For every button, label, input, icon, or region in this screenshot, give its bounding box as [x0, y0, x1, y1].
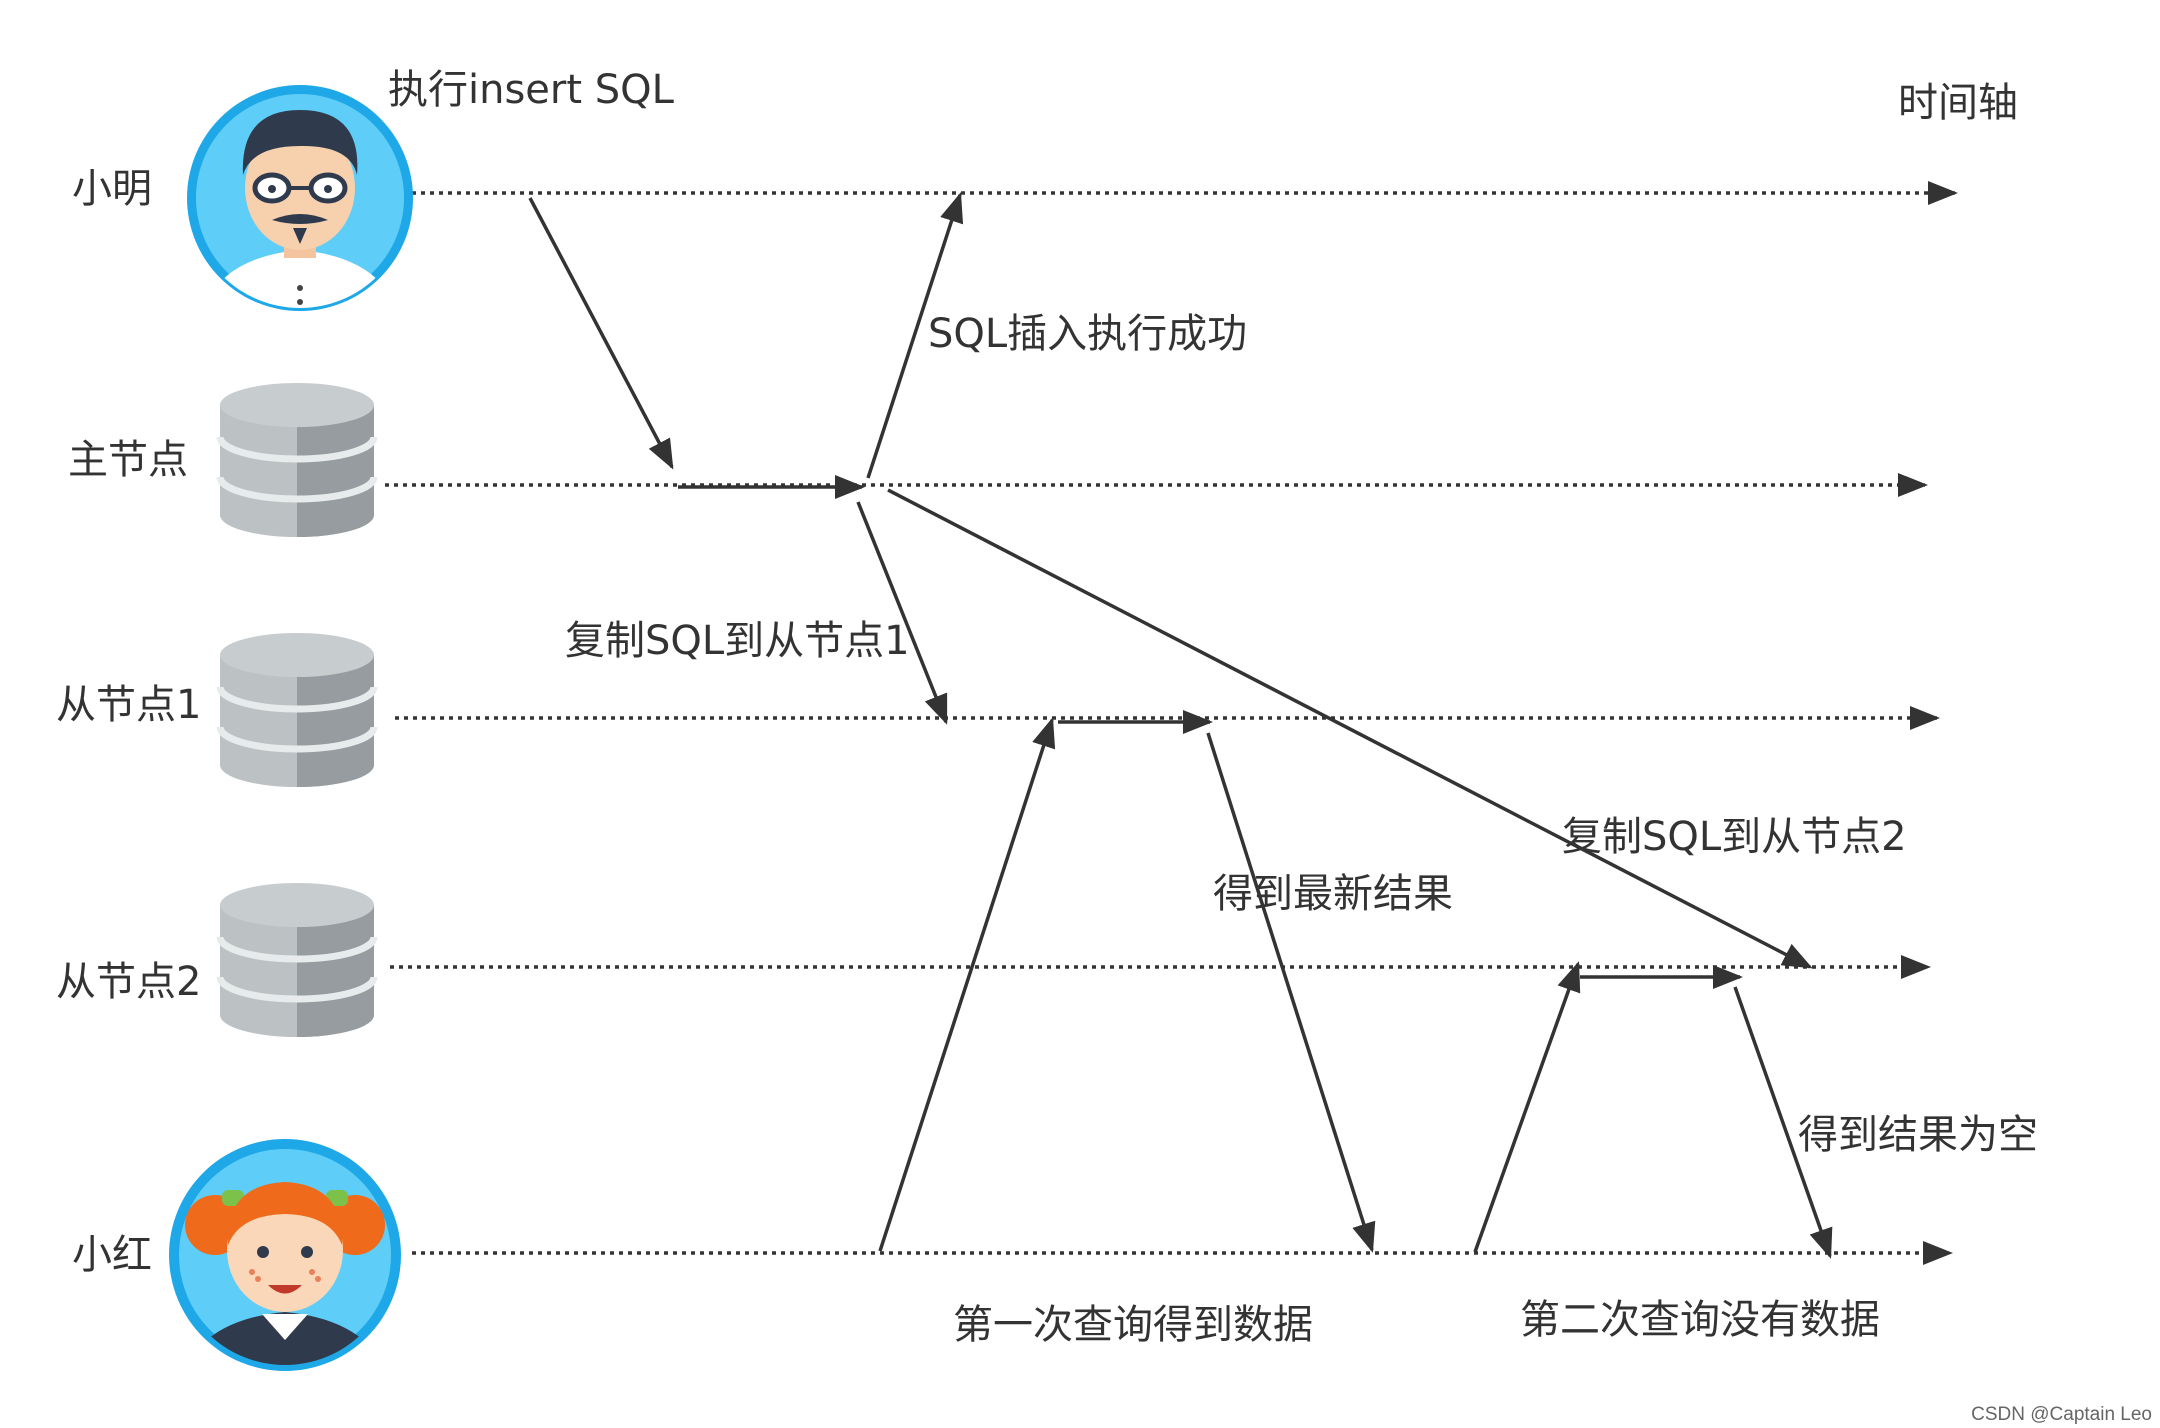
slave2-db-icon: [216, 883, 378, 1037]
arrow-replicate-slave2: [887, 488, 1813, 969]
arrow-first-query: [878, 717, 1056, 1252]
label-second-query: 第二次查询没有数据: [1520, 1297, 1880, 1343]
xiaoming-avatar: [187, 85, 413, 311]
label-xiaohong: 小红: [72, 1232, 152, 1278]
label-timeline: 时间轴: [1898, 80, 2018, 126]
master-db-icon: [216, 383, 378, 537]
label-got-latest: 得到最新结果: [1213, 871, 1453, 917]
watermark: CSDN @Captain Leo: [1971, 1404, 2152, 1425]
label-slave1: 从节点1: [56, 682, 201, 728]
arrow-second-query: [1473, 961, 1581, 1253]
label-replicate-2: 复制SQL到从节点2: [1562, 814, 1907, 860]
label-master: 主节点: [68, 437, 188, 483]
arrow-insert-to-master: [528, 197, 674, 470]
messages: [528, 192, 1833, 1259]
label-got-empty: 得到结果为空: [1798, 1112, 2038, 1158]
timelines: [385, 181, 1958, 1265]
label-first-query: 第一次查询得到数据: [953, 1302, 1313, 1348]
label-replicate-1: 复制SQL到从节点1: [565, 618, 910, 664]
arrow-second-result: [1733, 986, 1833, 1259]
xiaohong-avatar: [169, 1139, 401, 1371]
label-exec-insert: 执行insert SQL: [388, 67, 675, 113]
arrow-replicate-slave1: [856, 501, 948, 725]
label-slave2: 从节点2: [56, 959, 201, 1005]
slave1-db-icon: [216, 633, 378, 787]
label-insert-success: SQL插入执行成功: [928, 311, 1247, 357]
label-xiaoming: 小明: [72, 166, 152, 212]
arrow-first-result: [1206, 732, 1376, 1253]
arrow-insert-success: [866, 192, 964, 479]
